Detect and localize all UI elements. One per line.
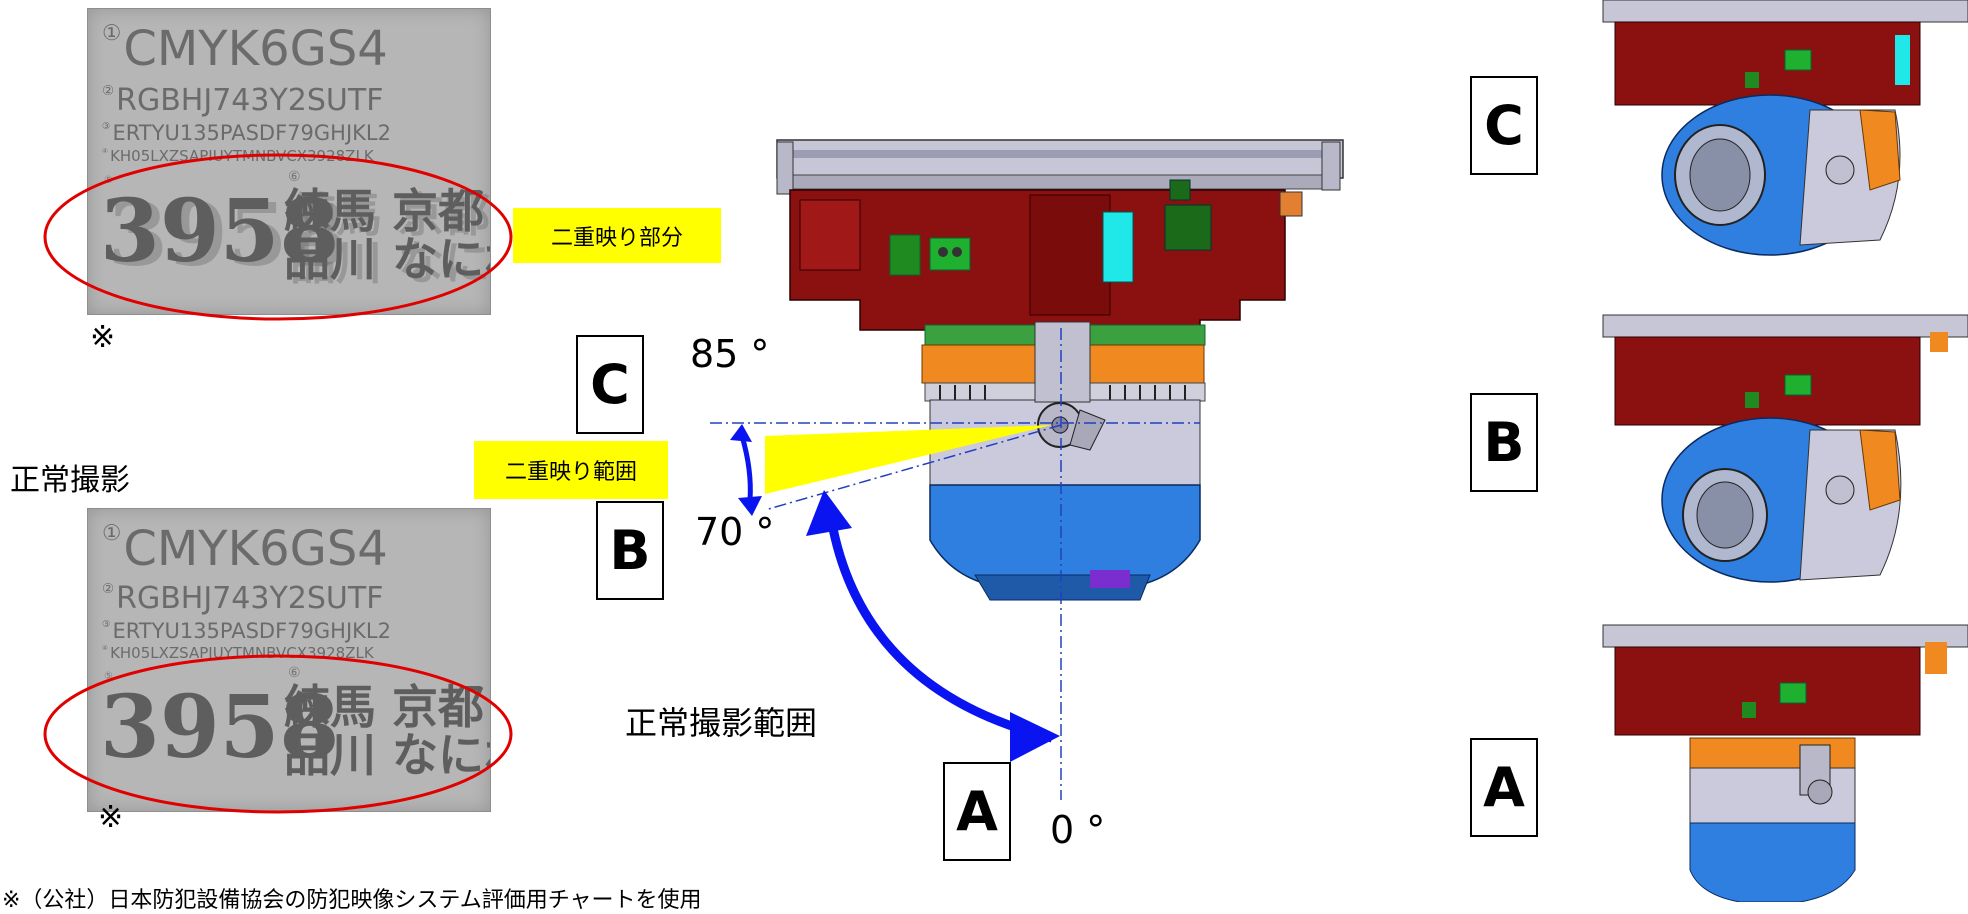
range-arrow-small-head-bottom bbox=[738, 496, 762, 516]
chart-line-2: ②RGBHJ743Y2SUTF bbox=[102, 581, 384, 616]
camera-position-b bbox=[1602, 314, 1968, 583]
chart-marker-2: ② bbox=[102, 83, 115, 99]
position-a-box: A bbox=[943, 762, 1011, 861]
normal-range-arrow-head-bottom bbox=[1010, 712, 1060, 762]
chart-marker-6: ⑥ bbox=[288, 665, 301, 681]
chart-marker-2: ② bbox=[102, 581, 115, 597]
chart-line-3: ③ERTYU135PASDF79GHJKL2 bbox=[102, 619, 391, 643]
reference-mark-bottom: ※ bbox=[98, 800, 124, 835]
top-highlight-ellipse bbox=[43, 153, 513, 321]
chart-line-2: ②RGBHJ743Y2SUTF bbox=[102, 83, 384, 118]
right-position-b-box: B bbox=[1470, 393, 1538, 492]
chart-marker-3: ③ bbox=[102, 121, 111, 132]
normal-shooting-range-label: 正常撮影範囲 bbox=[625, 704, 818, 742]
position-c-box: C bbox=[576, 335, 644, 434]
camera-top-plate bbox=[776, 139, 1344, 195]
bottom-highlight-ellipse bbox=[43, 654, 513, 814]
chart-marker-6: ⑥ bbox=[288, 169, 301, 185]
chart-marker-3: ③ bbox=[102, 619, 111, 630]
chart-marker-1: ① bbox=[102, 521, 122, 546]
chart-marker-4: ④ bbox=[102, 644, 109, 652]
double-image-part-label: 二重映り部分 bbox=[513, 208, 721, 263]
normal-shooting-label: 正常撮影 bbox=[10, 463, 130, 498]
range-arrow-small-head-top bbox=[730, 424, 752, 442]
double-image-wedge bbox=[765, 425, 1052, 494]
normal-range-arrow-head-top bbox=[806, 490, 852, 536]
normal-range-arc bbox=[825, 511, 1054, 743]
camera-position-c bbox=[1602, 0, 1968, 256]
top-test-chart-photo: ①CMYK6GS4 ②RGBHJ743Y2SUTF ③ERTYU135PASDF… bbox=[87, 8, 491, 315]
chart-number: 3958 bbox=[100, 677, 340, 778]
reference-mark-top: ※ bbox=[90, 320, 116, 355]
camera-body bbox=[921, 321, 1206, 601]
chart-line-3: ③ERTYU135PASDF79GHJKL2 bbox=[102, 121, 391, 145]
chart-number: 3958 bbox=[100, 181, 340, 282]
camera-position-a bbox=[1602, 624, 1968, 902]
range-arrow-small bbox=[739, 435, 753, 501]
chart-marker-1: ① bbox=[102, 21, 122, 46]
chart-line-1: ①CMYK6GS4 bbox=[102, 21, 388, 77]
angle-70-label: 70 ° bbox=[695, 510, 775, 554]
double-image-range-label: 二重映り範囲 bbox=[474, 441, 668, 499]
ghost-number: 3958 bbox=[108, 185, 348, 286]
bottom-test-chart-photo: ①CMYK6GS4 ②RGBHJ743Y2SUTF ③ERTYU135PASDF… bbox=[87, 508, 491, 812]
right-position-c-box: C bbox=[1470, 76, 1538, 175]
camera-pcb-housing bbox=[789, 179, 1303, 331]
chart-marker-5: ⑤ bbox=[104, 671, 113, 682]
angle-0-label: 0 ° bbox=[1050, 808, 1106, 852]
seventy-degree-line bbox=[764, 424, 1062, 511]
right-position-a-box: A bbox=[1470, 738, 1538, 837]
chart-line-1: ①CMYK6GS4 bbox=[102, 521, 388, 577]
angle-85-label: 85 ° bbox=[690, 332, 770, 376]
chart-marker-4: ④ bbox=[102, 147, 109, 155]
position-b-box: B bbox=[596, 501, 664, 600]
